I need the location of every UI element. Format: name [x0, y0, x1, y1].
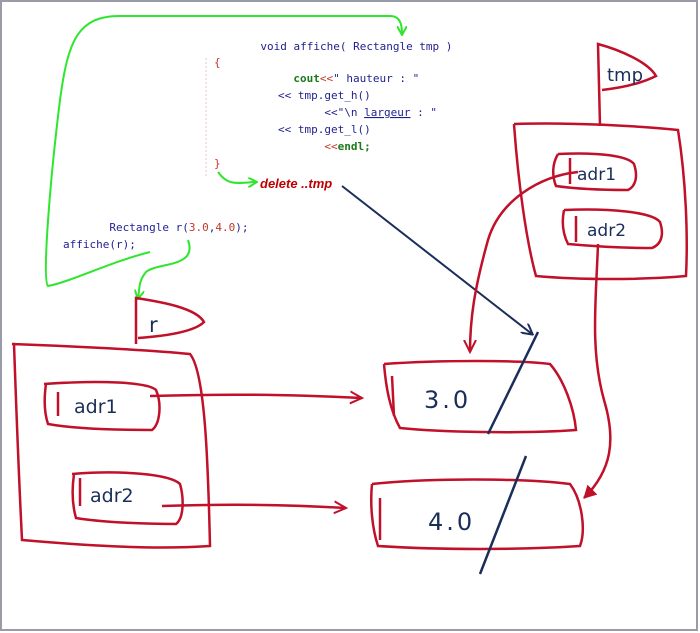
value-cell-2: 4.0: [370, 478, 584, 551]
code-line-endl: <<endl;: [278, 140, 404, 153]
tmp-adr2-label: adr2: [587, 221, 626, 241]
code-decl-sep: ,: [209, 221, 216, 234]
main-code-block: Rectangle r(3.0,4.0); affiche(r);: [63, 221, 282, 251]
param-arrow-to-r: [138, 239, 191, 298]
r-adr1-pointer: [149, 395, 362, 398]
tmp-adr2-cell: [561, 208, 664, 250]
code-rectangle-declaration: Rectangle r(3.0,4.0);: [63, 221, 282, 234]
code-affiche-call: affiche(r);: [63, 238, 136, 251]
code-decl-start: Rectangle r(: [109, 221, 188, 234]
value-1-label: 3.0: [424, 386, 471, 414]
code-close-brace: }: [214, 157, 221, 170]
call-arrow-to-function: [44, 15, 402, 288]
value-1-box: [382, 359, 578, 434]
object-tmp: tmp adr1 adr2: [512, 42, 688, 281]
r-flag: [134, 296, 206, 344]
code-cout-keyword: cout: [293, 72, 320, 85]
r-object-box: [11, 342, 212, 549]
value-1-divider: [390, 375, 396, 417]
value-2-box: [370, 478, 584, 551]
tmp-adr2-pointer: [583, 243, 612, 499]
end-arrow-to-delete: [217, 171, 256, 183]
r-adr2-label: adr2: [90, 485, 134, 507]
code-endl-keyword: endl;: [338, 140, 371, 153]
value-cell-1: 3.0: [382, 359, 578, 434]
r-adr1-cell: [43, 380, 161, 432]
code-decl-value2: 4.0: [215, 221, 235, 234]
delete-annotation: delete ..tmp: [260, 176, 332, 191]
code-line-get-l: << tmp.get_l(): [278, 123, 371, 136]
code-decl-end: );: [235, 221, 248, 234]
strike-value-1: [486, 331, 540, 435]
code-keyword-void: void: [260, 40, 287, 53]
code-cout-string: " hauteur : ": [333, 72, 419, 85]
code-line-get-h: << tmp.get_h(): [278, 89, 371, 102]
function-code-block: void affiche( Rectangle tmp ) { cout<<" …: [205, 40, 486, 178]
tmp-adr1-label: adr1: [577, 165, 616, 185]
code-signature-rest: affiche( Rectangle tmp ): [287, 40, 453, 53]
delete-arrow: [341, 185, 532, 334]
tmp-flag: [596, 42, 658, 127]
value-2-label: 4.0: [428, 508, 475, 536]
code-line-cout: cout<<" hauteur : ": [247, 72, 452, 85]
r-adr1-label: adr1: [74, 396, 118, 418]
r-adr2-pointer: [161, 505, 346, 508]
code-largeur-prefix: <<"\n: [324, 106, 364, 119]
strike-value-2: [478, 455, 528, 575]
code-line-largeur: <<"\n largeur : ": [278, 106, 470, 119]
code-largeur-suffix: : ": [410, 106, 437, 119]
tmp-adr1-pointer: [470, 170, 579, 352]
code-cout-operator: <<: [320, 72, 334, 85]
tmp-object-box: [512, 122, 688, 281]
object-r: r adr1 adr2: [11, 296, 212, 549]
code-signature: void affiche( Rectangle tmp ): [214, 40, 486, 53]
tmp-flag-label: tmp: [607, 65, 643, 86]
code-decl-value1: 3.0: [189, 221, 209, 234]
r-flag-label: r: [149, 313, 158, 337]
code-endl-operator: <<: [324, 140, 338, 153]
code-largeur-word: largeur: [364, 106, 411, 119]
r-adr2-cell: [71, 471, 184, 526]
code-open-brace: {: [214, 56, 221, 69]
